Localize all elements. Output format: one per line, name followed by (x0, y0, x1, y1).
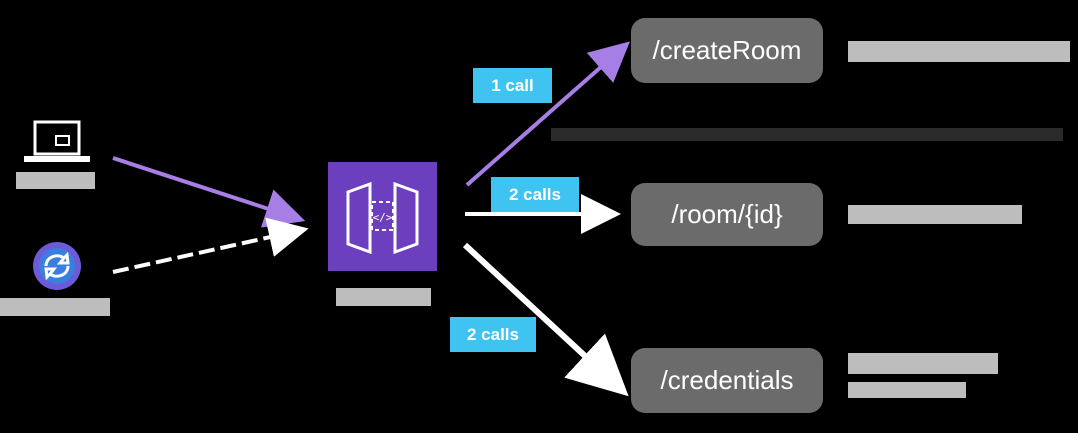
gateway-to-createroom-line (465, 41, 631, 187)
client-top-to-gateway-line (112, 156, 306, 228)
client-bottom-to-gateway-line (112, 217, 309, 274)
credentials-call-badge: 2 calls (450, 317, 536, 352)
laptop-icon (22, 118, 92, 171)
endpoint-createroom: /createRoom (631, 18, 823, 83)
gateway-to-credentials-line (462, 242, 629, 397)
createroom-call-badge: 1 call (473, 68, 552, 103)
room-call-badge: 2 calls (491, 177, 579, 212)
createroom-description (848, 41, 1070, 62)
divider-description (551, 128, 1063, 141)
gateway-label (336, 288, 431, 306)
client-bottom-label (0, 298, 110, 316)
room-description (848, 205, 1022, 224)
client-top-label (16, 172, 95, 189)
app-logo-icon (32, 241, 82, 296)
api-gateway-icon: </> (328, 162, 437, 271)
credentials-description-line-1 (848, 353, 998, 374)
credentials-description-line-2 (848, 382, 966, 398)
endpoint-credentials: /credentials (631, 348, 823, 413)
endpoint-room-id: /room/{id} (631, 183, 823, 246)
svg-text:</>: </> (373, 211, 393, 224)
